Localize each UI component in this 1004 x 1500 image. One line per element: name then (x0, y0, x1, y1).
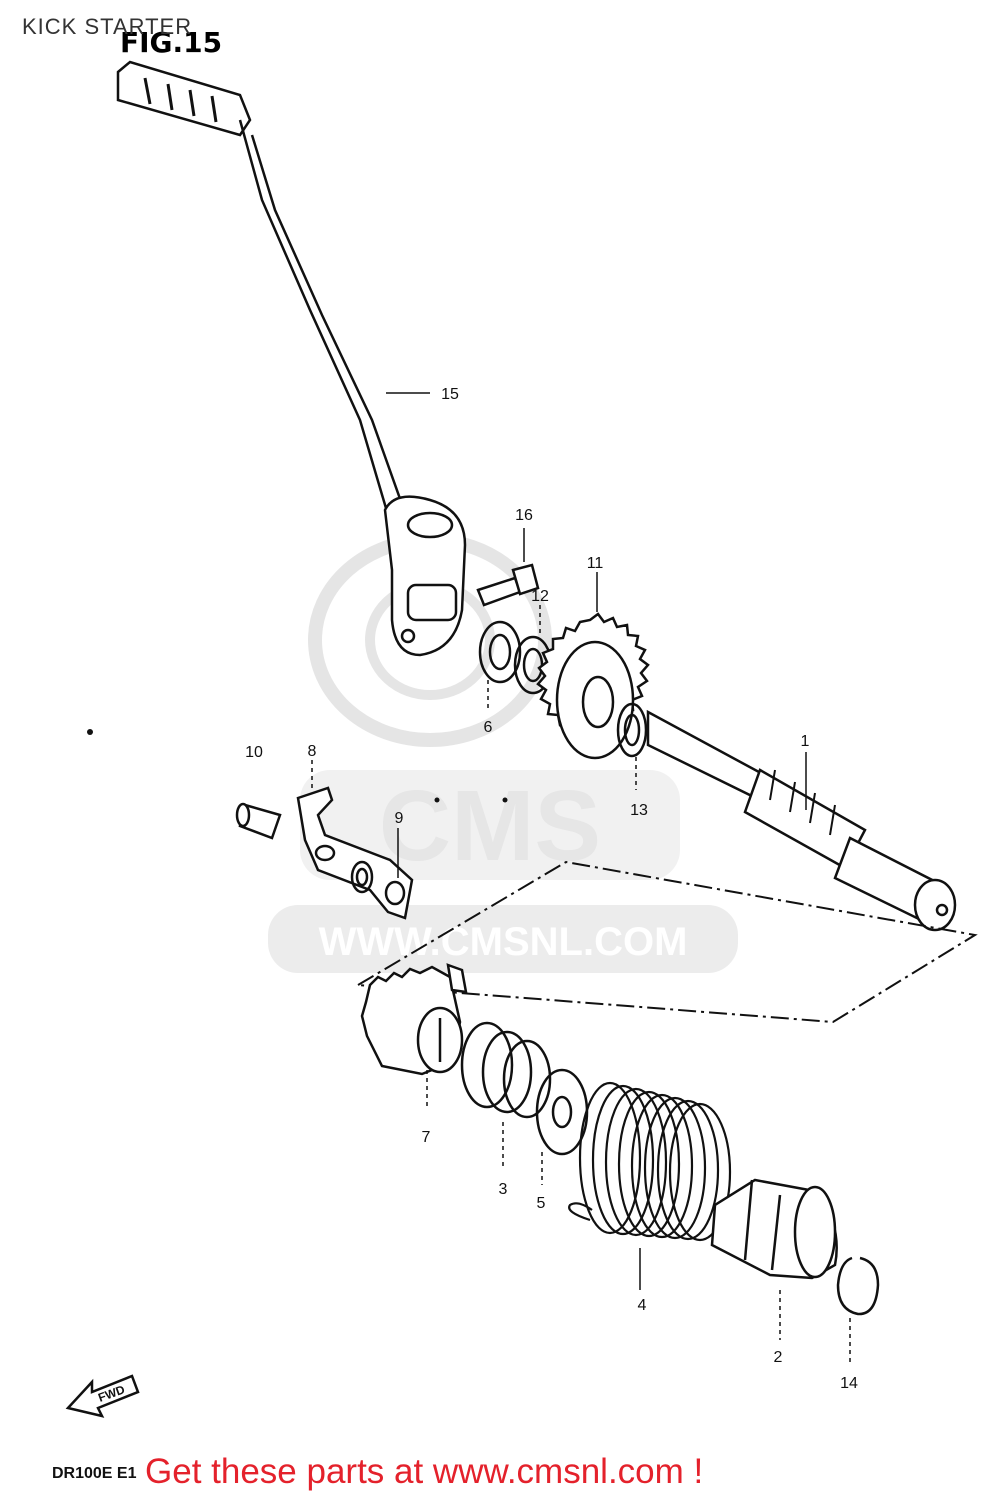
assembly-box (354, 860, 978, 1024)
callout-4: 4 (638, 1297, 647, 1314)
ratchet (360, 963, 468, 1076)
kick-gear (536, 612, 650, 760)
diagram-dot (434, 797, 440, 803)
diagram-dot (502, 797, 508, 803)
stopper-plate (296, 786, 414, 920)
model-code: DR100E E1 (52, 1465, 137, 1482)
callout-7: 7 (422, 1129, 431, 1146)
callout-1: 1 (801, 733, 810, 750)
ratchet-spring (460, 1021, 552, 1119)
callout-10: 10 (245, 744, 263, 761)
diagram-dot (87, 729, 93, 735)
callout-16: 16 (515, 507, 533, 524)
kick-shaft (646, 709, 957, 932)
callout-5: 5 (537, 1195, 546, 1212)
bolt (476, 563, 540, 607)
return-spring (568, 1081, 732, 1242)
oil-seal (478, 620, 522, 684)
callout-6: 6 (484, 719, 493, 736)
callout-2: 2 (774, 1349, 783, 1366)
callout-13: 13 (630, 802, 648, 819)
page-title: KICK STARTER (22, 14, 193, 39)
callout-11: 11 (587, 555, 604, 572)
callout-14: 14 (840, 1375, 858, 1392)
callout-9: 9 (395, 810, 404, 827)
washer-9 (350, 860, 374, 894)
watermark-logo: CMS (379, 770, 601, 882)
guide-pin (235, 802, 282, 840)
spring-guide (710, 1178, 838, 1280)
washer-5 (535, 1068, 589, 1156)
forward-arrow: FWD (65, 1374, 140, 1418)
watermark-url: WWW.CMSNL.COM (319, 920, 688, 964)
circlip (836, 1256, 880, 1316)
figure-label: FIG.15 (120, 26, 222, 59)
callout-12: 12 (531, 588, 549, 605)
callout-15: 15 (441, 386, 459, 403)
callout-8: 8 (308, 743, 317, 760)
kick-lever (116, 60, 467, 657)
callout-3: 3 (499, 1181, 508, 1198)
cms-watermark: CMS WWW.CMSNL.COM (268, 533, 738, 973)
parts-link[interactable]: Get these parts at www.cmsnl.com ! (145, 1452, 704, 1491)
washer-13 (616, 702, 648, 758)
